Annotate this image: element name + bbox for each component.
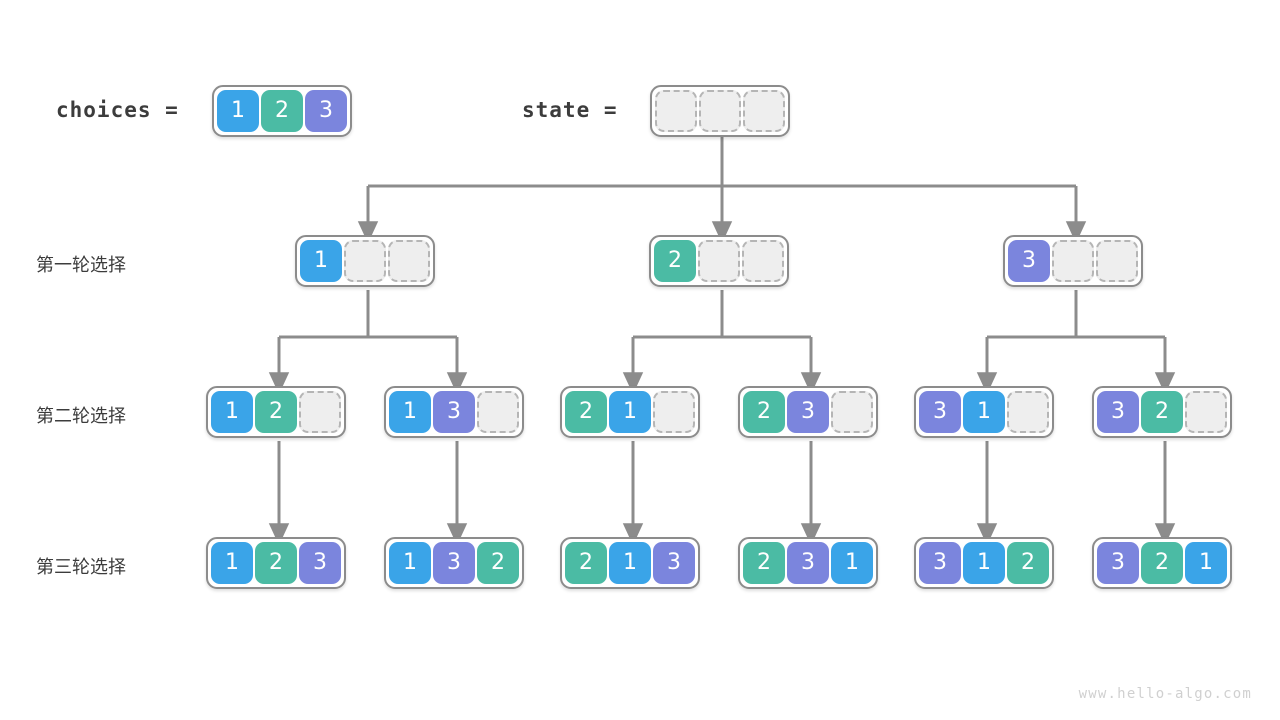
round2-node2-cell-2: 3 — [433, 391, 475, 433]
round1-node1-cell-1: 1 — [300, 240, 342, 282]
state-array — [650, 85, 790, 137]
round2-node4-cell-1: 2 — [743, 391, 785, 433]
round3-node2-cell-1: 1 — [389, 542, 431, 584]
round2-node6-cell-2: 2 — [1141, 391, 1183, 433]
round3-node1-cell-3: 3 — [299, 542, 341, 584]
round2-node3-cell-2: 1 — [609, 391, 651, 433]
row-label-round-1: 第一轮选择 — [36, 255, 126, 276]
state-cell-1 — [655, 90, 697, 132]
round3-node6-cell-1: 3 — [1097, 542, 1139, 584]
round3-node4-cell-2: 3 — [787, 542, 829, 584]
row-label-round-2: 第二轮选择 — [36, 406, 126, 427]
round2-node4-cell-2: 3 — [787, 391, 829, 433]
state-label: state = — [522, 98, 618, 122]
round3-node6-cell-3: 1 — [1185, 542, 1227, 584]
round2-node5-cell-2: 1 — [963, 391, 1005, 433]
round2-node2-cell-1: 1 — [389, 391, 431, 433]
round2-node3-cell-1: 2 — [565, 391, 607, 433]
round3-node2-cell-2: 3 — [433, 542, 475, 584]
round3-node5-cell-1: 3 — [919, 542, 961, 584]
round1-node2-cell-3 — [742, 240, 784, 282]
state-cell-3 — [743, 90, 785, 132]
round2-node4-cell-3 — [831, 391, 873, 433]
round3-node3-cell-2: 1 — [609, 542, 651, 584]
round3-node6-cell-2: 2 — [1141, 542, 1183, 584]
round2-node1-cell-1: 1 — [211, 391, 253, 433]
round2-node1-cell-3 — [299, 391, 341, 433]
choices-cell-1: 1 — [217, 90, 259, 132]
round3-node4-cell-3: 1 — [831, 542, 873, 584]
state-cell-2 — [699, 90, 741, 132]
tree-node-round1-3: 3 — [1003, 235, 1143, 287]
round3-node3-cell-1: 2 — [565, 542, 607, 584]
tree-node-round1-2: 2 — [649, 235, 789, 287]
choices-cell-3: 3 — [305, 90, 347, 132]
choices-cell-2: 2 — [261, 90, 303, 132]
round3-node2-cell-3: 2 — [477, 542, 519, 584]
choices-label: choices = — [56, 98, 179, 122]
round1-node3-cell-2 — [1052, 240, 1094, 282]
round3-node4-cell-1: 2 — [743, 542, 785, 584]
round1-node1-cell-3 — [388, 240, 430, 282]
tree-node-round1-1: 1 — [295, 235, 435, 287]
round2-node5-cell-1: 3 — [919, 391, 961, 433]
round3-node5-cell-3: 2 — [1007, 542, 1049, 584]
round3-node3-cell-3: 3 — [653, 542, 695, 584]
round1-node3-cell-1: 3 — [1008, 240, 1050, 282]
round2-node6-cell-3 — [1185, 391, 1227, 433]
round2-node6-cell-1: 3 — [1097, 391, 1139, 433]
round2-node3-cell-3 — [653, 391, 695, 433]
round1-node1-cell-2 — [344, 240, 386, 282]
round2-node2-cell-3 — [477, 391, 519, 433]
round2-node1-cell-2: 2 — [255, 391, 297, 433]
watermark: www.hello-algo.com — [1078, 686, 1252, 702]
round3-node1-cell-1: 1 — [211, 542, 253, 584]
round1-node3-cell-3 — [1096, 240, 1138, 282]
round3-node1-cell-2: 2 — [255, 542, 297, 584]
round3-node5-cell-2: 1 — [963, 542, 1005, 584]
round2-node5-cell-3 — [1007, 391, 1049, 433]
row-label-round-3: 第三轮选择 — [36, 557, 126, 578]
round1-node2-cell-2 — [698, 240, 740, 282]
round1-node2-cell-1: 2 — [654, 240, 696, 282]
